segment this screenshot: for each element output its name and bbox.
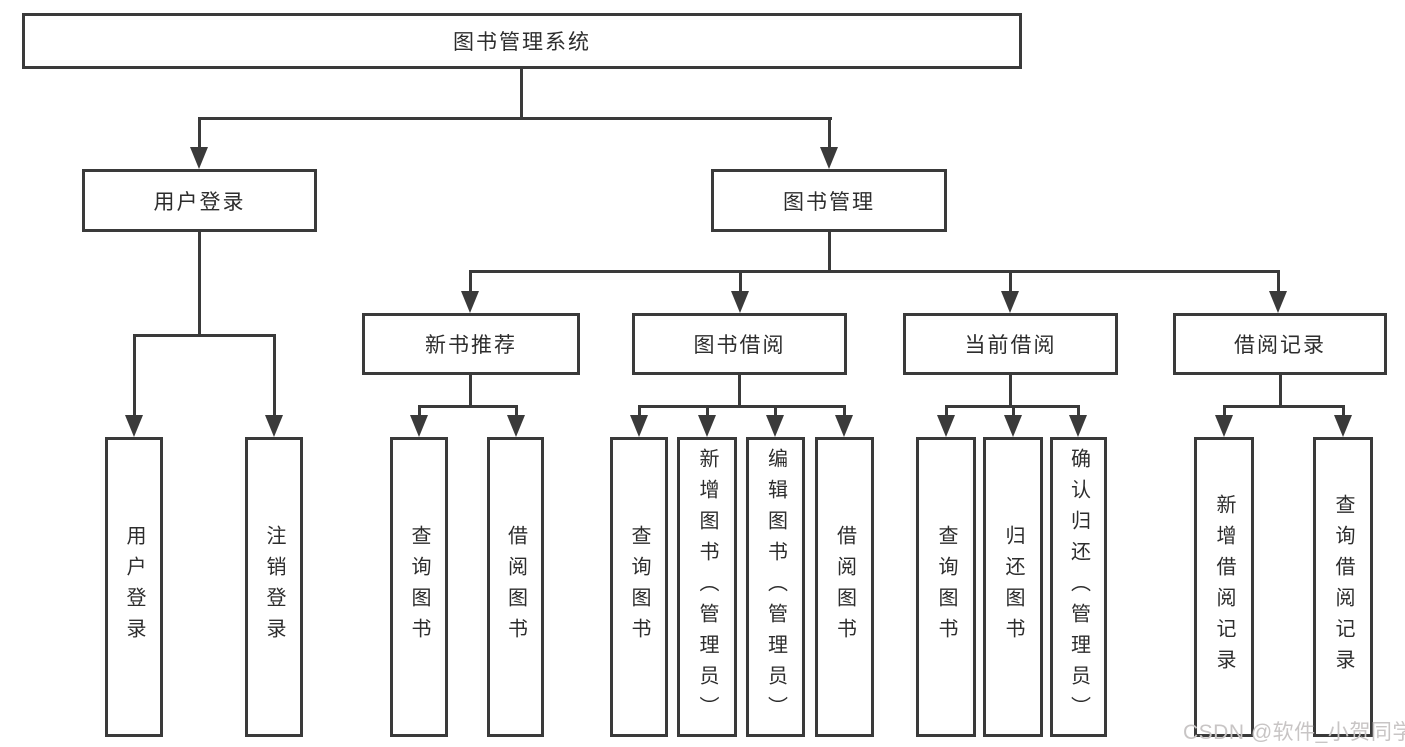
node-leaf-logout: 注销登录 [245, 437, 303, 737]
arrow-down-icon [1004, 415, 1022, 437]
arrow-down-icon [698, 415, 716, 437]
arrow-down-icon [507, 415, 525, 437]
connector-line [133, 334, 276, 337]
connector-line [706, 405, 709, 421]
arrow-down-icon [731, 291, 749, 313]
arrow-down-icon [125, 415, 143, 437]
connector-line [739, 270, 742, 296]
node-label: 注销登录 [263, 525, 285, 649]
node-label: 查询图书 [408, 525, 430, 649]
connector-line [418, 405, 421, 421]
node-leaf-query-books-borrow: 查询图书 [610, 437, 668, 737]
connector-line [198, 117, 832, 120]
connector-line [828, 117, 831, 153]
connector-line [738, 375, 741, 408]
node-label: 查询图书 [628, 525, 650, 649]
node-leaf-query-books-current: 查询图书 [916, 437, 976, 737]
connector-line [515, 405, 518, 421]
arrow-down-icon [820, 147, 838, 169]
node-label: 借阅图书 [504, 525, 527, 649]
arrow-down-icon [1001, 291, 1019, 313]
node-label: 编辑图书（管理员） [764, 447, 787, 727]
node-label: 图书管理系统 [453, 31, 591, 54]
connector-line [469, 270, 1280, 273]
connector-line [273, 334, 276, 419]
node-book-borrow: 图书借阅 [632, 313, 847, 375]
connector-line [520, 69, 523, 119]
node-leaf-borrow-books-newbook: 借阅图书 [487, 437, 544, 737]
connector-line [1279, 375, 1282, 408]
arrow-down-icon [1334, 415, 1352, 437]
connector-line [198, 117, 201, 153]
connector-line [1077, 405, 1080, 421]
connector-line [1223, 405, 1344, 408]
node-label: 确认归还（管理员） [1067, 447, 1090, 727]
node-label: 借阅图书 [833, 525, 856, 649]
node-label: 图书借阅 [693, 334, 786, 357]
node-label: 用户登录 [153, 190, 246, 214]
connector-line [1012, 405, 1015, 421]
node-label: 借阅记录 [1234, 334, 1326, 357]
connector-line [843, 405, 846, 421]
node-leaf-add-books-admin: 新增图书（管理员） [677, 437, 737, 737]
connector-line [945, 405, 948, 421]
arrow-down-icon [937, 415, 955, 437]
connector-line [638, 405, 641, 421]
connector-line [638, 405, 846, 408]
node-label: 查询借阅记录 [1332, 494, 1354, 680]
csdn-watermark: CSDN @软件_小贺同学 [1183, 721, 1405, 744]
connector-line [1009, 375, 1012, 408]
node-current-borrow: 当前借阅 [903, 313, 1118, 375]
arrow-down-icon [835, 415, 853, 437]
arrow-down-icon [766, 415, 784, 437]
node-leaf-query-borrow-record: 查询借阅记录 [1313, 437, 1373, 737]
arrow-down-icon [1215, 415, 1233, 437]
node-leaf-user-login: 用户登录 [105, 437, 163, 737]
arrow-down-icon [461, 291, 479, 313]
node-label: 用户登录 [123, 525, 145, 649]
connector-line [469, 375, 472, 408]
connector-line [774, 405, 777, 421]
arrow-down-icon [190, 147, 208, 169]
connector-line [828, 232, 831, 272]
node-leaf-borrow-books-borrow: 借阅图书 [815, 437, 874, 737]
connector-line [469, 270, 472, 296]
node-leaf-return-books: 归还图书 [983, 437, 1043, 737]
node-leaf-query-books-newbook: 查询图书 [390, 437, 448, 737]
node-user-login: 用户登录 [82, 169, 317, 232]
node-label: 查询图书 [935, 525, 957, 649]
node-borrow-records: 借阅记录 [1173, 313, 1387, 375]
node-book-management: 图书管理 [711, 169, 947, 232]
node-label: 新书推荐 [425, 334, 517, 357]
arrow-down-icon [1269, 291, 1287, 313]
node-label: 归还图书 [1002, 525, 1024, 649]
connector-line [1009, 270, 1012, 296]
arrow-down-icon [1069, 415, 1087, 437]
arrow-down-icon [630, 415, 648, 437]
node-label: 图书管理 [783, 190, 875, 214]
node-new-book-recommend: 新书推荐 [362, 313, 580, 375]
node-leaf-edit-books-admin: 编辑图书（管理员） [746, 437, 805, 737]
node-leaf-confirm-return-admin: 确认归还（管理员） [1050, 437, 1107, 737]
node-label: 新增借阅记录 [1213, 494, 1235, 680]
arrow-down-icon [265, 415, 283, 437]
connector-line [1223, 405, 1226, 421]
connector-line [198, 232, 201, 336]
connector-line [418, 405, 518, 408]
node-label: 新增图书（管理员） [696, 447, 718, 727]
connector-line [133, 334, 136, 419]
connector-line [1277, 270, 1280, 296]
arrow-down-icon [410, 415, 428, 437]
node-leaf-add-borrow-record: 新增借阅记录 [1194, 437, 1254, 737]
connector-line [1342, 405, 1345, 421]
node-library-management-system: 图书管理系统 [22, 13, 1022, 69]
node-label: 当前借阅 [964, 334, 1057, 357]
